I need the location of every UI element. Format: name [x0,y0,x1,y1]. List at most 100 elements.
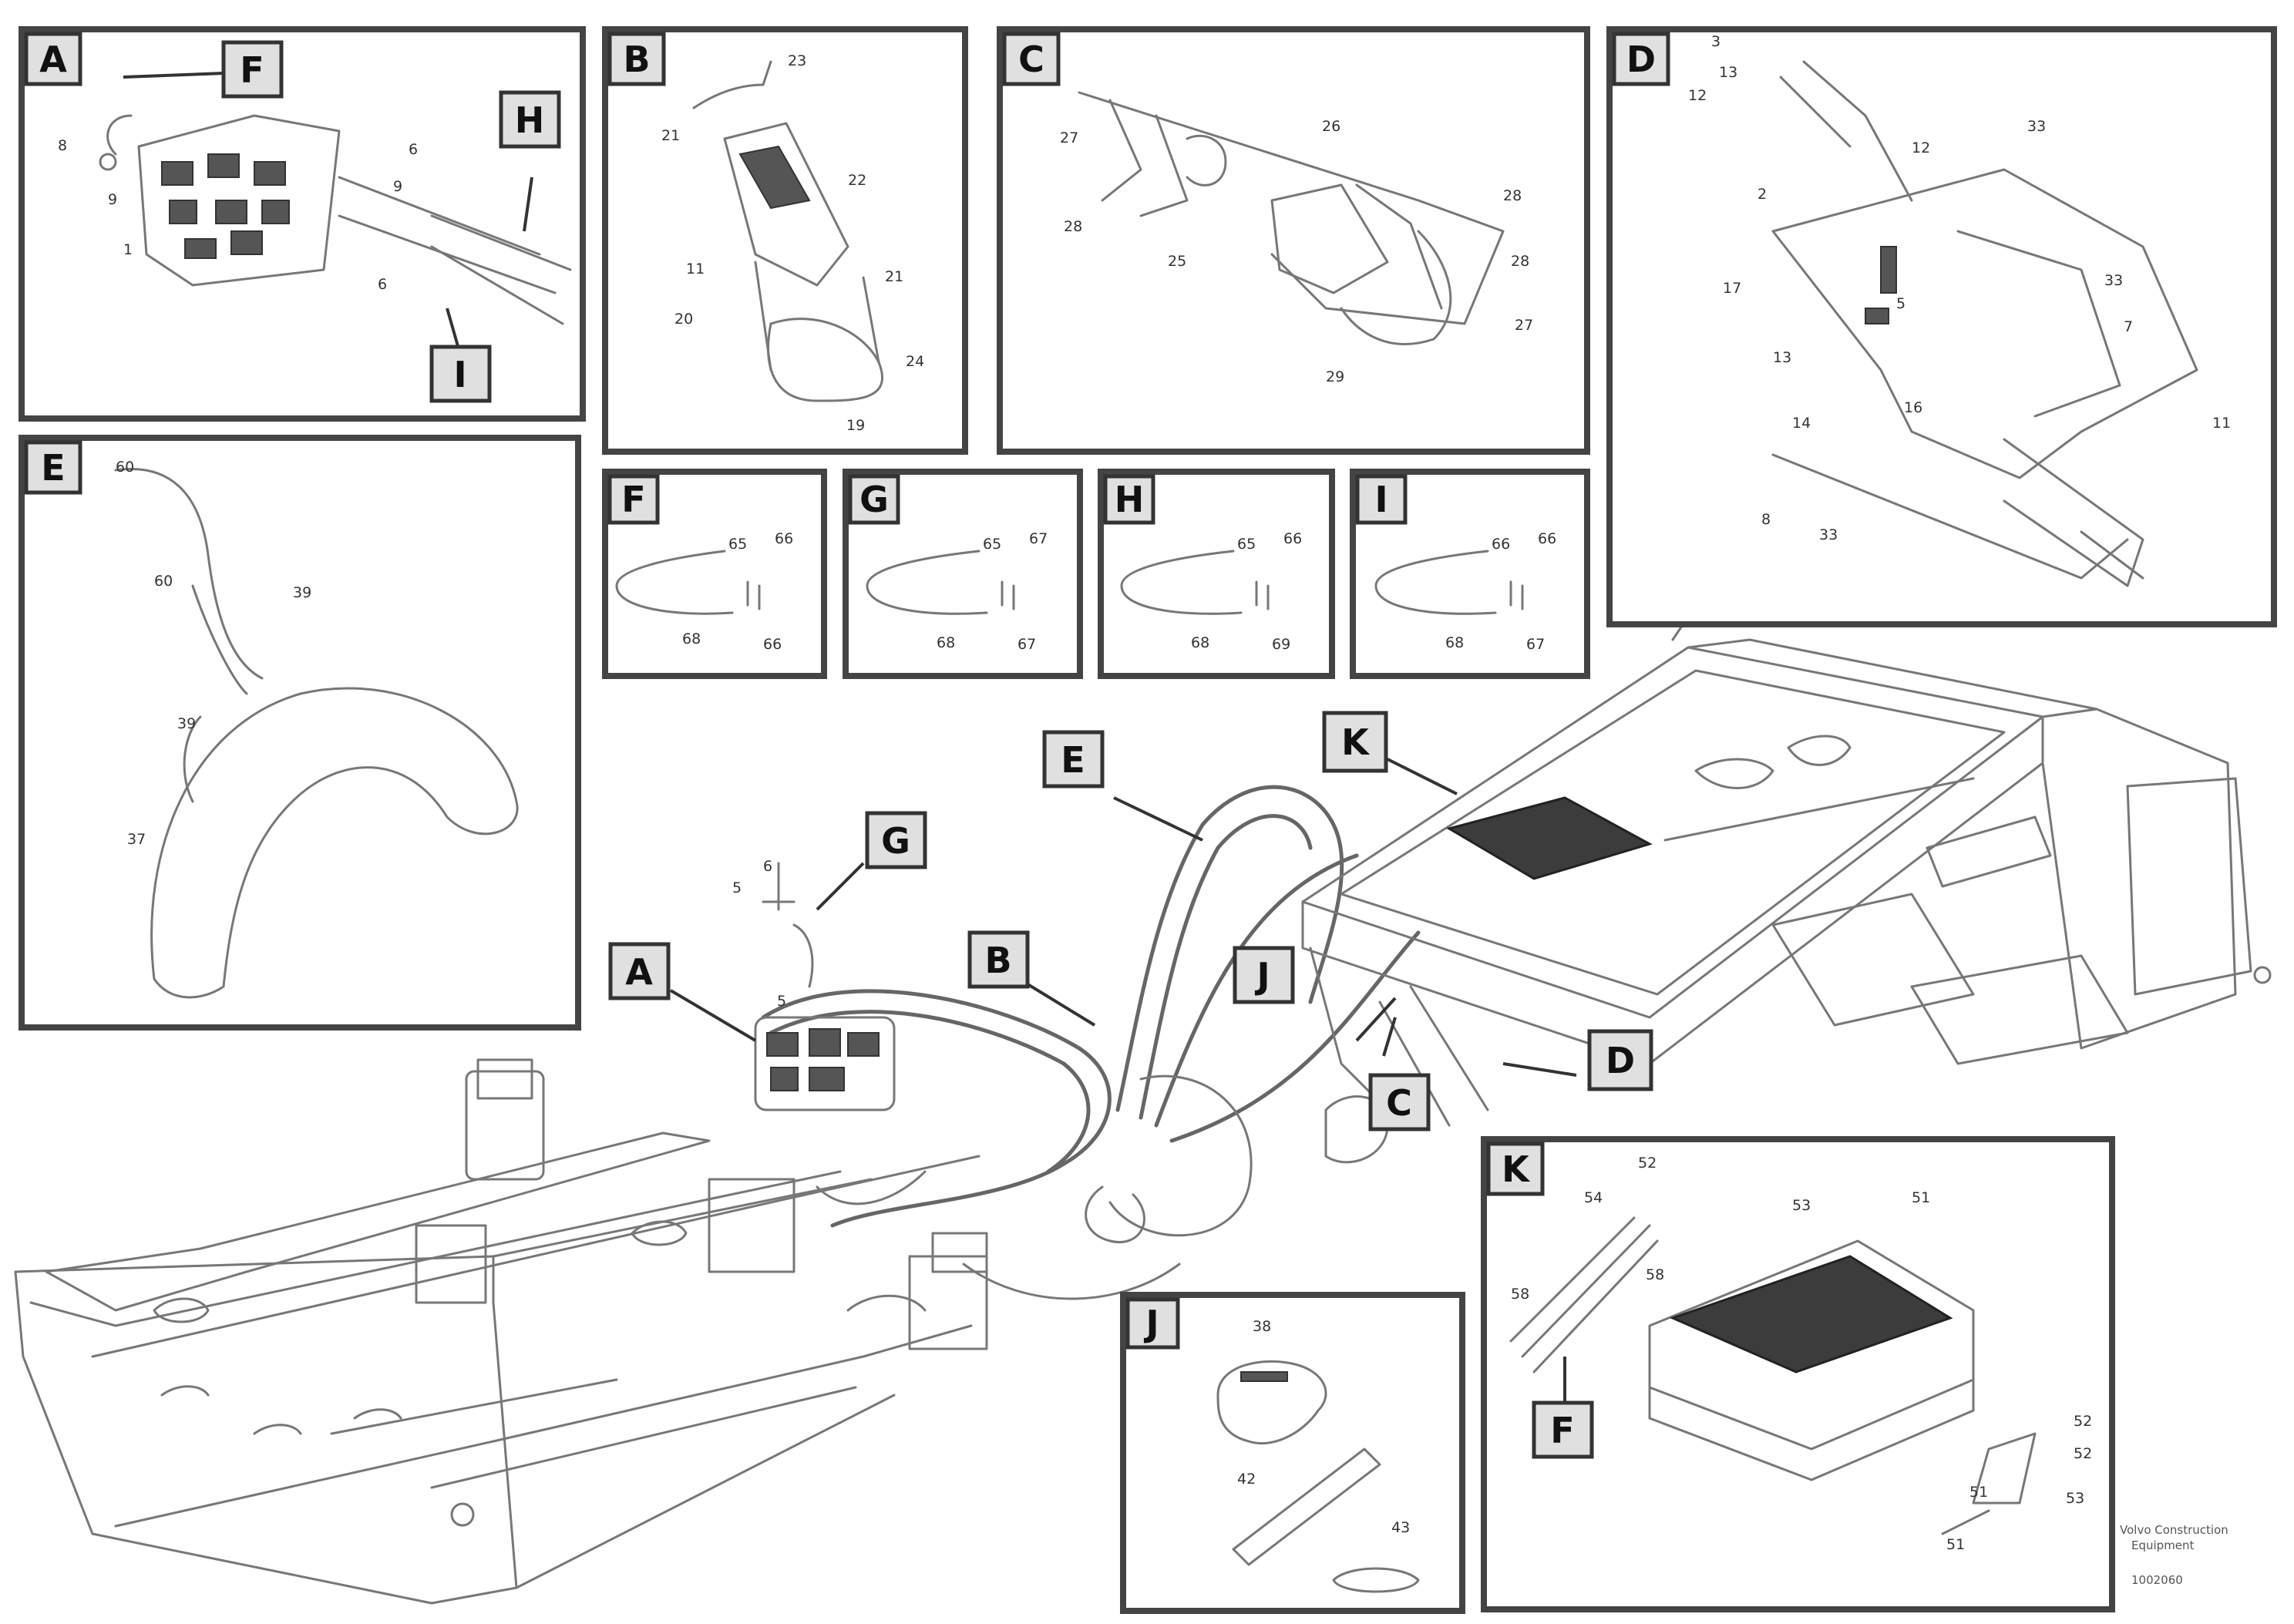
svg-text:J: J [1143,1303,1159,1344]
panel-I: I 66 66 68 67 [1350,469,1590,679]
svg-text:5: 5 [1896,295,1906,312]
main-callout-B[interactable]: B [967,930,1030,989]
svg-text:Equipment: Equipment [2131,1538,2195,1552]
reference-block: Volvo Construction Equipment 1002060 [2120,1523,2228,1587]
main-leaders [669,758,1577,1077]
svg-text:C: C [1386,1082,1412,1124]
panel-D-label: D [1612,32,1670,86]
svg-text:66: 66 [775,530,793,547]
svg-text:53: 53 [2066,1490,2084,1507]
svg-text:I: I [453,354,466,395]
main-callout-G[interactable]: G [865,811,927,869]
svg-text:6: 6 [763,858,772,875]
svg-text:11: 11 [686,261,705,277]
svg-text:5: 5 [732,879,742,896]
svg-text:21: 21 [885,268,903,285]
svg-text:7: 7 [2124,318,2133,335]
svg-text:A: A [625,951,653,993]
panel-F: F 65 66 68 66 [602,469,827,679]
svg-text:68: 68 [1191,634,1209,651]
panel-K-filter [1669,1255,1953,1374]
svg-text:42: 42 [1237,1471,1256,1488]
panel-K-callout-F[interactable]: F [1532,1400,1594,1459]
main-filter-panel [1446,796,1653,880]
svg-text:28: 28 [1511,253,1529,270]
svg-text:60: 60 [116,459,134,476]
svg-text:6: 6 [409,141,418,158]
svg-text:53: 53 [1792,1197,1811,1214]
svg-text:12: 12 [1912,140,1930,156]
svg-text:22: 22 [848,172,866,189]
panel-C: C 27 28 26 25 28 28 27 29 [997,26,1590,455]
svg-text:68: 68 [937,634,955,651]
svg-text:33: 33 [1819,526,1838,543]
svg-text:51: 51 [1969,1484,1988,1501]
svg-text:33: 33 [2104,272,2123,289]
svg-text:6: 6 [378,276,387,293]
svg-text:39: 39 [177,715,196,732]
svg-text:28: 28 [1064,218,1082,235]
svg-text:5: 5 [777,993,786,1010]
svg-text:65: 65 [1237,536,1256,553]
svg-text:D: D [1626,39,1656,80]
svg-text:J: J [1254,955,1270,997]
svg-text:69: 69 [1272,636,1290,653]
svg-text:67: 67 [1526,636,1545,653]
svg-text:52: 52 [2074,1413,2092,1430]
svg-text:66: 66 [763,636,782,653]
svg-text:12: 12 [1688,87,1707,104]
panel-G: G 65 67 68 67 [843,469,1083,679]
panel-H: H 65 66 68 69 [1098,469,1335,679]
svg-text:20: 20 [674,311,693,328]
svg-text:F: F [1550,1410,1574,1451]
svg-text:67: 67 [1029,530,1048,547]
svg-text:66: 66 [1492,536,1510,553]
main-callout-E[interactable]: E [1042,730,1105,788]
svg-text:I: I [1374,479,1388,520]
svg-text:16: 16 [1904,399,1922,416]
svg-text:21: 21 [661,127,680,144]
panel-H-label: H [1103,474,1155,525]
svg-text:66: 66 [1283,530,1302,547]
panel-C-label: C [1002,32,1061,86]
svg-text:27: 27 [1515,317,1533,334]
panel-A-callout-H[interactable]: H [499,90,561,149]
svg-text:F: F [240,49,264,91]
svg-text:67: 67 [1018,636,1036,653]
svg-text:3: 3 [1711,33,1720,50]
svg-text:E: E [1061,739,1085,781]
svg-text:24: 24 [906,353,924,370]
main-callout-J[interactable]: J [1233,946,1295,1004]
svg-text:K: K [1341,721,1371,763]
panel-A: A F H I 8 9 9 6 1 6 [18,26,586,422]
panel-A-callout-F[interactable]: F [221,40,284,99]
svg-text:27: 27 [1060,129,1078,146]
svg-text:13: 13 [1719,64,1737,81]
main-callout-C[interactable]: C [1368,1073,1431,1131]
svg-text:29: 29 [1326,368,1344,385]
panel-A-label: A [24,32,82,86]
svg-text:68: 68 [1445,634,1464,651]
svg-text:17: 17 [1723,280,1741,297]
svg-text:2: 2 [1758,186,1767,203]
svg-text:54: 54 [1584,1189,1603,1206]
panel-J: J 38 42 43 [1120,1292,1465,1614]
main-callout-D[interactable]: D [1587,1029,1653,1091]
main-callout-A[interactable]: A [608,942,671,1000]
panel-A-callout-I[interactable]: I [429,345,492,403]
svg-text:52: 52 [1638,1155,1657,1172]
svg-text:1002060: 1002060 [2131,1573,2183,1587]
svg-text:68: 68 [682,630,701,647]
main-platform [1301,615,2272,1164]
svg-text:51: 51 [1912,1189,1930,1206]
panel-K-label: K [1486,1142,1545,1196]
svg-text:23: 23 [788,52,806,69]
svg-text:G: G [859,479,889,520]
main-callout-K[interactable]: K [1322,711,1388,773]
svg-text:13: 13 [1773,349,1791,366]
svg-text:B: B [623,39,650,80]
svg-text:19: 19 [846,417,865,434]
svg-text:58: 58 [1511,1286,1529,1303]
panel-F-label: F [607,474,660,525]
